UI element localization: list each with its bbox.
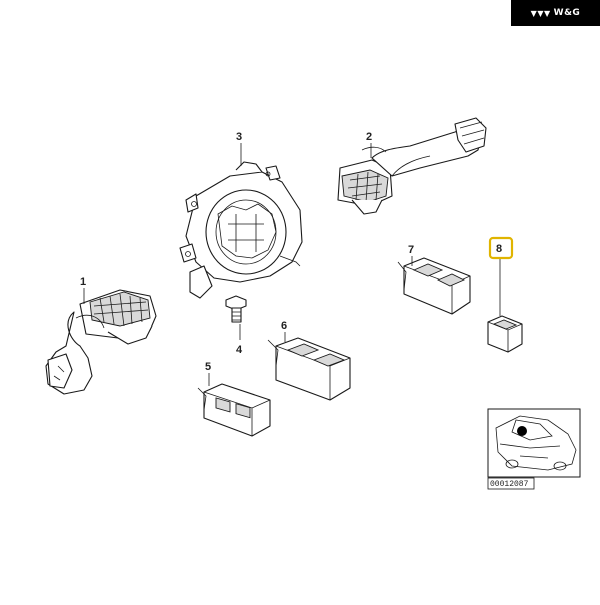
highlighted-callout-box xyxy=(488,236,514,260)
callout-4: 4 xyxy=(236,344,243,356)
callout-3: 3 xyxy=(236,131,242,143)
callout-2: 2 xyxy=(366,131,372,143)
part-4-screw[interactable] xyxy=(225,295,247,323)
vehicle-thumbnail xyxy=(487,408,581,478)
brand-mark-icon: ▼▼▼ xyxy=(530,8,551,18)
reference-number: 00012087 xyxy=(490,480,529,489)
callout-8: 8 xyxy=(496,243,502,255)
part-8-small-switch[interactable] xyxy=(487,315,523,353)
callout-1: 1 xyxy=(80,276,86,288)
part-5-switch-module[interactable] xyxy=(197,383,271,437)
location-dot-icon xyxy=(517,426,527,436)
part-7-switch-module[interactable] xyxy=(397,257,471,315)
callout-7: 7 xyxy=(408,244,414,256)
brand-logo: ▼▼▼ W&G xyxy=(511,0,600,26)
brand-label: W&G xyxy=(553,8,581,18)
part-3-switch-housing[interactable] xyxy=(179,161,303,299)
callout-6: 6 xyxy=(281,320,287,332)
part-2-stalk-switch[interactable] xyxy=(337,117,487,215)
callout-5: 5 xyxy=(205,361,211,373)
part-6-switch-module[interactable] xyxy=(267,337,351,401)
reference-box xyxy=(487,477,535,490)
part-1-stalk-switch[interactable] xyxy=(45,289,157,395)
